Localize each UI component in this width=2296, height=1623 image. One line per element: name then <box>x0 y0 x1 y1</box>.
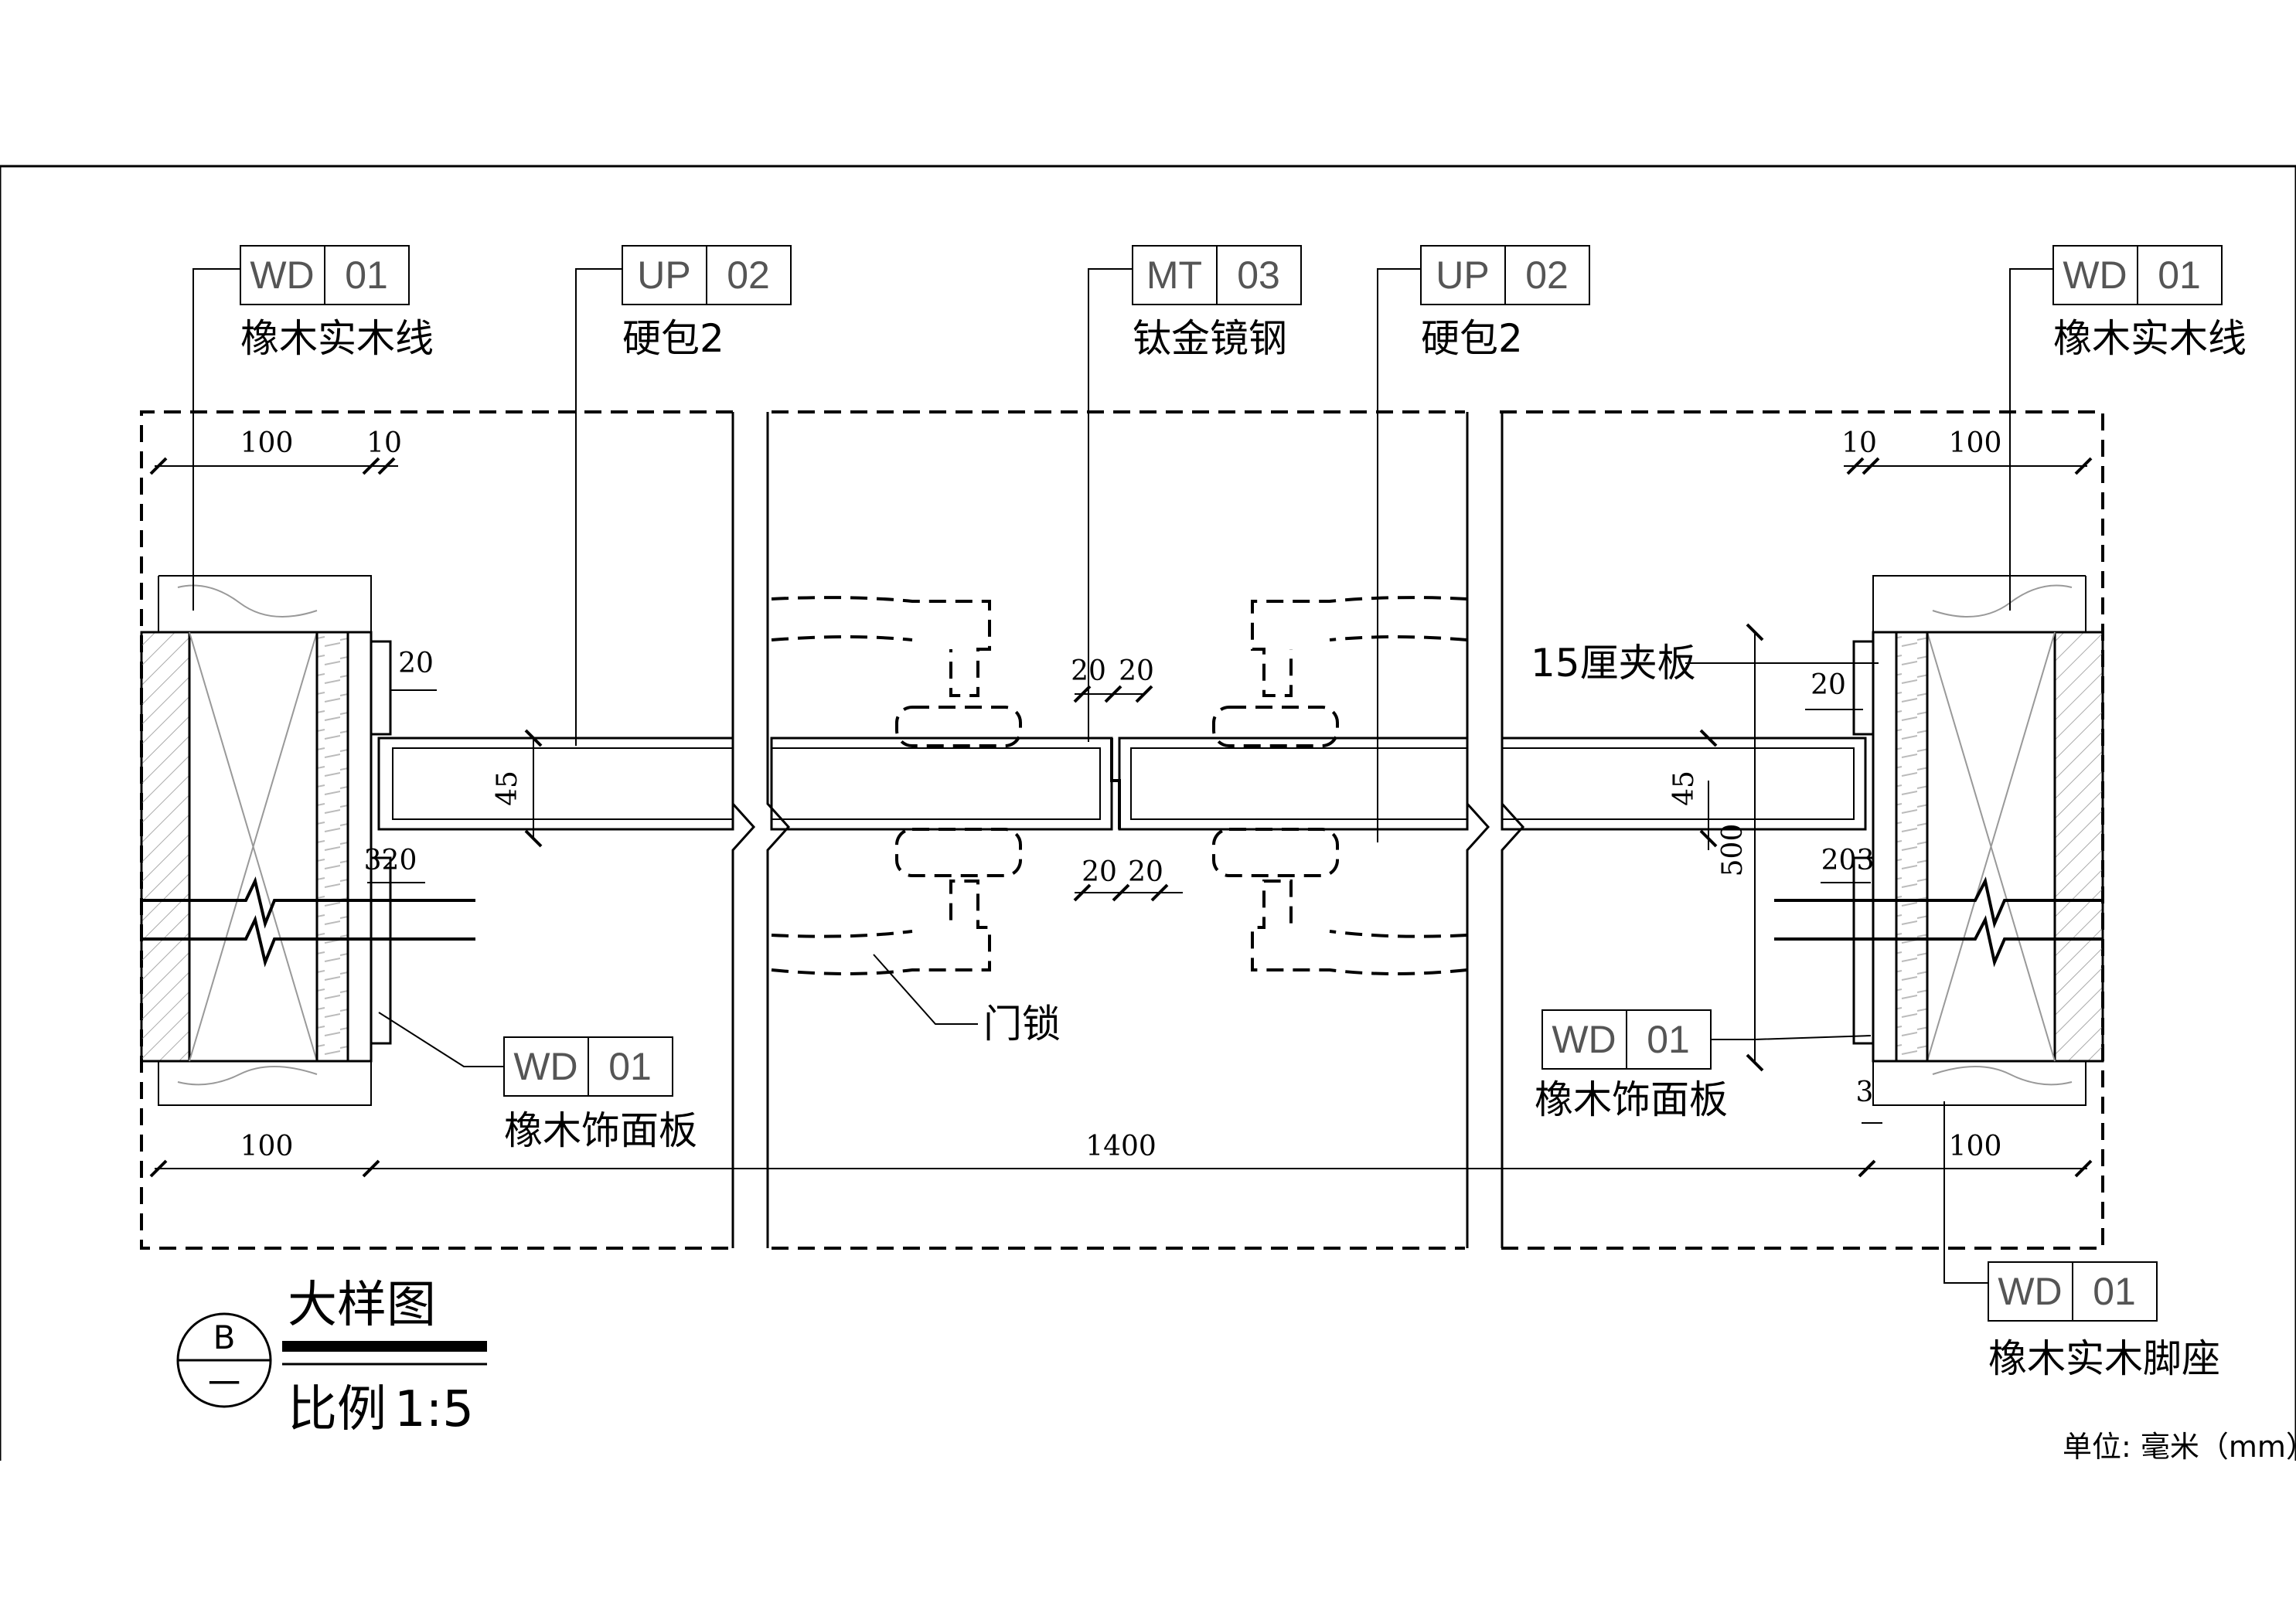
svg-text:20: 20 <box>1128 856 1163 888</box>
tag-code: WD <box>1998 1270 2062 1313</box>
tag-label: 橡木实木线 <box>240 316 434 361</box>
svg-text:3: 3 <box>1856 1077 1874 1108</box>
tag-number: 01 <box>345 253 388 297</box>
drawing-title: 大样图 <box>288 1277 436 1334</box>
tag-mt03: MT 03 钛金镜钢 <box>1088 245 1302 742</box>
tag-number: 01 <box>2158 253 2201 297</box>
tag-number: 01 <box>2093 1270 2136 1313</box>
tag-wd01-left: WD 01 橡木实木线 <box>192 245 434 611</box>
title-circle-mark: 一 <box>208 1365 240 1403</box>
tag-number: 02 <box>1525 253 1569 297</box>
left-frame <box>140 575 475 1106</box>
tag-wd01-panel-left: WD 01 橡木饰面板 <box>378 1012 697 1153</box>
door-panels <box>377 737 1867 831</box>
door-handles <box>771 596 1468 975</box>
tag-wd01-base-right: WD 01 橡木实木脚座 <box>1943 1101 2220 1381</box>
svg-text:20: 20 <box>1119 655 1154 687</box>
tag-label: 硬包2 <box>622 316 724 361</box>
svg-text:100: 100 <box>1949 1131 2002 1162</box>
tag-code: UP <box>1436 253 1489 297</box>
tag-label: 硬包2 <box>1421 316 1523 361</box>
tag-wd01-panel-right: WD 01 橡木饰面板 <box>1535 1009 1872 1122</box>
svg-text:500: 500 <box>1717 824 1749 877</box>
svg-text:320: 320 <box>364 845 417 876</box>
tag-up02-right: UP 02 硬包2 <box>1377 245 1590 842</box>
dimension-text: 100 10 10 100 20 320 45 20 20 20 20 45 2… <box>240 427 2002 1162</box>
tag-label: 橡木饰面板 <box>504 1108 697 1153</box>
svg-text:45: 45 <box>1668 771 1700 806</box>
sheet-border <box>0 165 2296 1461</box>
tag-number: 03 <box>1237 253 1280 297</box>
tag-code: WD <box>513 1045 577 1088</box>
svg-text:10: 10 <box>366 427 402 459</box>
break-lines <box>731 412 1525 1248</box>
scale-value: 1:5 <box>394 1381 474 1438</box>
tag-code: WD <box>2063 253 2127 297</box>
tag-code: WD <box>1552 1018 1616 1061</box>
svg-text:20: 20 <box>398 648 434 679</box>
svg-text:1400: 1400 <box>1085 1131 1157 1162</box>
tag-code: WD <box>250 253 314 297</box>
plywood-label: 15厘夹板 <box>1531 641 1696 686</box>
right-frame <box>1774 575 2104 1106</box>
unit-note: 单位: 毫米（mm） <box>2063 1430 2296 1464</box>
tag-number: 01 <box>608 1045 652 1088</box>
tag-code: MT <box>1146 253 1202 297</box>
scale-label: 比例 <box>288 1381 387 1438</box>
dimension-ticks <box>149 457 2093 1178</box>
svg-text:100: 100 <box>240 427 294 459</box>
lock-leader <box>873 954 978 1025</box>
svg-text:100: 100 <box>1949 427 2002 459</box>
tag-number: 01 <box>1647 1018 1690 1061</box>
dimension-lines <box>155 465 2087 1169</box>
tag-label: 橡木实木脚座 <box>1988 1336 2220 1381</box>
title-circle-letter: B <box>213 1318 236 1356</box>
title-block: B 一 大样图 比例 1:5 <box>176 1277 487 1438</box>
tag-label: 钛金镜钢 <box>1133 316 1287 361</box>
svg-text:45: 45 <box>492 771 523 806</box>
tag-label: 橡木实木线 <box>2053 316 2247 361</box>
tag-label: 橡木饰面板 <box>1535 1077 1728 1122</box>
tag-up02-left: UP 02 硬包2 <box>575 245 792 746</box>
tag-wd01-right: WD 01 橡木实木线 <box>2009 245 2247 611</box>
tag-code: UP <box>637 253 690 297</box>
svg-text:20: 20 <box>1811 669 1846 701</box>
svg-text:10: 10 <box>1841 427 1877 459</box>
svg-text:20: 20 <box>1071 655 1106 687</box>
lock-label: 门锁 <box>983 1002 1061 1046</box>
svg-text:100: 100 <box>240 1131 294 1162</box>
tag-number: 02 <box>727 253 770 297</box>
svg-text:203: 203 <box>1821 845 1875 876</box>
svg-text:20: 20 <box>1082 856 1117 888</box>
